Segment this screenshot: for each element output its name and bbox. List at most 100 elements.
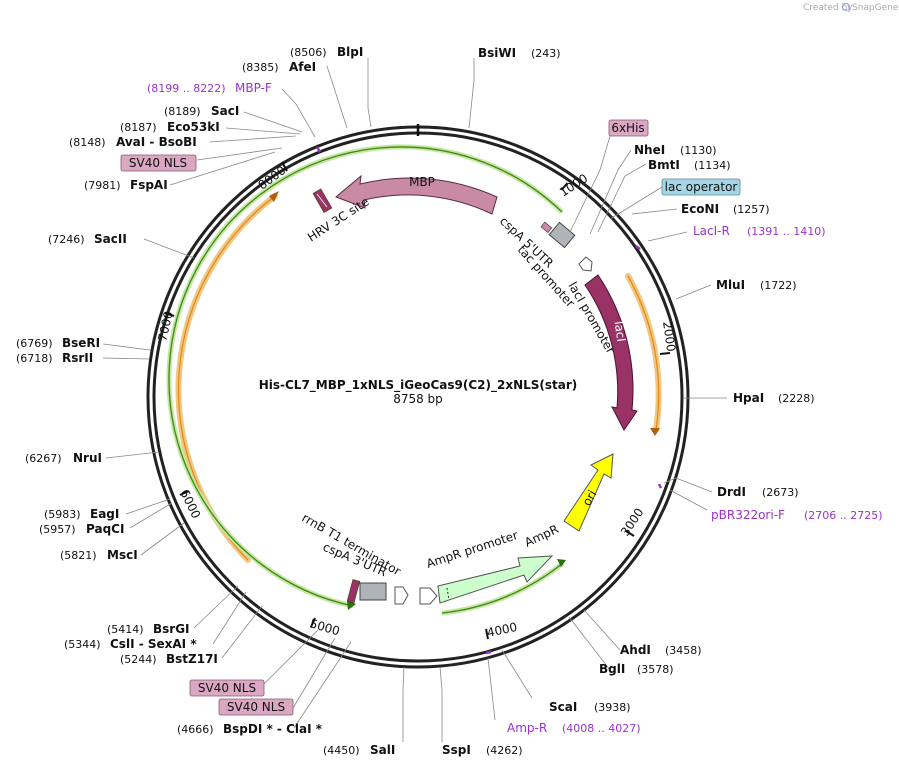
- leader-blpi: [367, 58, 372, 128]
- feature-box: [120, 154, 197, 172]
- leader-6xhis: [569, 135, 611, 233]
- leader-sali: [402, 666, 405, 742]
- laci-feature-arrow: [584, 274, 638, 431]
- site-label-scai: ScaI (3938): [549, 700, 631, 714]
- plasmid-length: 8758 bp: [393, 392, 443, 406]
- leader-bsiwi: [468, 58, 475, 129]
- site-label-bsiwi: BsiWI (243): [478, 46, 561, 60]
- primer-label-pbr322ori-f: pBR322ori-F (2706 .. 2725): [711, 508, 883, 522]
- site-pos: (1257): [733, 203, 770, 216]
- site-name: SspI: [442, 743, 471, 757]
- site-name: BlpI: [337, 45, 363, 59]
- leader-bgli: [568, 616, 611, 671]
- site-label-saci: (8189) SacI: [164, 104, 239, 118]
- site-name: BseRI: [62, 336, 100, 350]
- site-pos: (3938): [594, 701, 631, 714]
- primer-amp-r-mark: [485, 650, 492, 655]
- tick-mark: [560, 182, 569, 191]
- site-name: SacII: [94, 232, 127, 246]
- leader-avai: [209, 135, 297, 143]
- boxed-feature-lac-operator: lac operator: [661, 178, 741, 196]
- orf-arrow-icon: [650, 428, 660, 436]
- his-tag-mark: [540, 221, 553, 234]
- site-label-nrui: (6267) NruI: [25, 451, 102, 465]
- site-pos: (2228): [778, 392, 815, 405]
- site-label-avai-bsobi: (8148) AvaI - BsoBI: [69, 135, 197, 149]
- site-pos: (6769): [16, 337, 53, 350]
- boxed-feature-sv40-nls-bottom-1: SV40 NLS: [189, 679, 265, 697]
- leader-eagi: [125, 498, 171, 515]
- site-label-eagi: (5983) EagI: [44, 507, 119, 521]
- site-pos: (3458): [665, 644, 702, 657]
- site-label-msci: (5821) MscI: [60, 548, 138, 562]
- site-name: FspAI: [130, 178, 168, 192]
- site-name: BspDI * - ClaI *: [223, 722, 323, 736]
- site-label-bgli: BglI (3578): [599, 662, 674, 676]
- tick-label-2000: 2000: [660, 320, 678, 352]
- site-pos: (5983): [44, 508, 81, 521]
- leader-sspi: [439, 666, 443, 742]
- credit-brand: SnapGene: [852, 3, 899, 13]
- leader-bseri: [102, 343, 151, 351]
- leader-sv40-nls-1: [196, 147, 283, 161]
- ampr-feature-arrow: [437, 555, 554, 604]
- laci-label: lacI: [612, 320, 629, 343]
- site-pos: (243): [531, 47, 561, 60]
- site-label-nhei: NheI (1130): [634, 143, 717, 157]
- site-pos: (4450): [323, 744, 360, 757]
- leader-fspai: [169, 151, 276, 186]
- site-pos: (5821): [60, 549, 97, 562]
- primer-laci-r-mark: [635, 245, 641, 250]
- site-label-bspdi-clai: (4666) BspDI * - ClaI *: [177, 722, 323, 736]
- hrv-3c-site-label: HRV 3C site: [305, 195, 372, 245]
- site-pos: (4262): [486, 744, 523, 757]
- leader-laci-r: [647, 231, 688, 242]
- tick-mark: [625, 530, 635, 537]
- leader-sv40-nls-2: [261, 629, 319, 687]
- leader-amp-r: [487, 657, 496, 721]
- site-pos: (1134): [694, 159, 731, 172]
- site-label-afei: (8385) AfeI: [242, 60, 316, 74]
- primer-range: (4008 .. 4027): [562, 722, 641, 735]
- site-name: PaqCI: [86, 522, 124, 536]
- site-pos: (7246): [48, 233, 85, 246]
- site-label-csli-sexai: (5344) CslI - SexAI *: [64, 637, 197, 651]
- site-pos: (4666): [177, 723, 214, 736]
- site-name: BsrGI: [153, 622, 190, 636]
- cspa-5utr-box: [548, 221, 576, 249]
- boxed-feature-sv40-nls-top: SV40 NLS: [120, 154, 197, 172]
- site-pos: (7981): [84, 179, 121, 192]
- feature-box-label: SV40 NLS: [198, 681, 256, 695]
- feature-box-label: SV40 NLS: [227, 700, 285, 714]
- leader-mbp-f: [281, 88, 316, 138]
- site-label-blpi: (8506) BlpI: [290, 45, 363, 59]
- site-label-bseri: (6769) BseRI: [16, 336, 100, 350]
- site-name: EagI: [90, 507, 119, 521]
- leader-bspdi: [293, 641, 352, 729]
- site-name: ScaI: [549, 700, 577, 714]
- primer-range: (8199 .. 8222): [147, 82, 226, 95]
- site-name: MscI: [107, 548, 138, 562]
- site-label-bsrgi: (5414) BsrGI: [107, 622, 190, 636]
- site-label-mlui: MluI (1722): [716, 278, 797, 292]
- primer-name: MBP-F: [235, 81, 272, 95]
- leader-csli: [212, 591, 247, 645]
- primer-mbp-f-mark: [315, 146, 322, 153]
- site-name: RsrII: [62, 351, 93, 365]
- snapgene-logo-icon: [841, 2, 851, 12]
- ori-label: ori: [580, 488, 600, 509]
- leader-afei: [326, 65, 348, 129]
- site-name: AhdI: [620, 643, 651, 657]
- site-name: NheI: [634, 143, 665, 157]
- sv40-nls-mark: [346, 579, 361, 604]
- primer-range: (2706 .. 2725): [804, 509, 883, 522]
- leader-drdi: [663, 477, 713, 493]
- orf-band-inner-green-line: [168, 146, 563, 607]
- leader-paqci: [129, 502, 173, 529]
- rrnb-terminator-arrow: [394, 586, 409, 605]
- feature-box-label: SV40 NLS: [129, 156, 187, 170]
- site-name: BsiWI: [478, 46, 516, 60]
- ampr-promoter-label: AmpR promoter: [425, 528, 520, 571]
- leader-nrui: [105, 451, 160, 459]
- site-name: CslI - SexAI *: [110, 637, 197, 651]
